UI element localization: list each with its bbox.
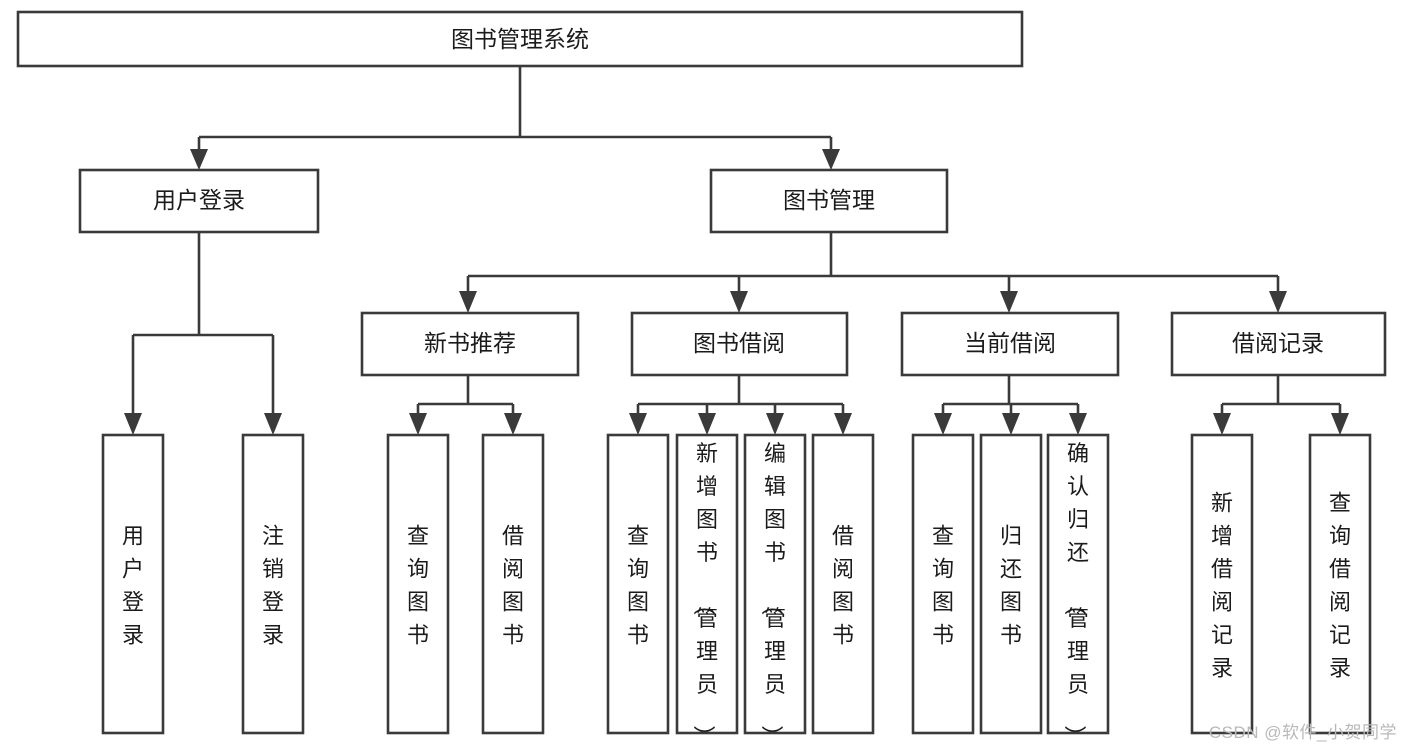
leaf-borrow-records-1[interactable]: 新增借阅记录 <box>1190 433 1254 735</box>
leaf-user-login-2-label: 注销登录 <box>262 524 284 648</box>
leaf-book-borrow-1-box[interactable] <box>606 433 670 735</box>
node-root-label: 图书管理系统 <box>451 26 589 52</box>
leaf-book-borrow-2-box[interactable] <box>675 433 739 735</box>
edge-layer <box>124 66 1349 435</box>
node-current-borrow-label: 当前借阅 <box>964 330 1056 356</box>
arrow-borrowrecords-leaf2 <box>1331 413 1349 435</box>
node-user-login-label: 用户登录 <box>153 187 245 213</box>
leaf-user-login-2-box[interactable] <box>241 433 305 735</box>
arrow-bookborrow-leaf3 <box>766 413 784 435</box>
arrow-userlogin-leaf2 <box>264 413 282 435</box>
leaf-borrow-records-2[interactable]: 查询借阅记录 <box>1308 433 1372 735</box>
leaf-book-borrow-4[interactable]: 借阅图书 <box>811 433 875 735</box>
leaf-user-login-2[interactable]: 注销登录 <box>241 433 305 735</box>
leaf-current-borrow-1-label: 查询图书 <box>932 524 954 648</box>
arrow-to-newbook <box>459 291 477 313</box>
arrow-to-borrowrecords <box>1269 291 1287 313</box>
leaf-new-book-2-label: 借阅图书 <box>502 524 524 648</box>
node-book-borrow-box[interactable] <box>630 311 849 377</box>
leaf-borrow-records-1-label: 新增借阅记录 <box>1211 491 1233 681</box>
leaf-book-borrow-3-label: 编辑图书（管理员） <box>759 441 786 747</box>
arrow-currentborrow-leaf3 <box>1069 413 1087 435</box>
leaf-new-book-2[interactable]: 借阅图书 <box>481 433 545 735</box>
leaf-user-login-1-label: 用户登录 <box>122 524 144 648</box>
arrow-bookborrow-leaf4 <box>834 413 852 435</box>
node-user-login[interactable]: 用户登录 <box>78 168 320 234</box>
leaf-current-borrow-3[interactable]: 确认归还（管理员） <box>1046 433 1110 747</box>
arrow-to-book-mgmt <box>822 149 840 170</box>
arrow-currentborrow-leaf1 <box>934 413 952 435</box>
node-borrow-records-label: 借阅记录 <box>1232 330 1324 356</box>
leaf-book-borrow-1[interactable]: 查询图书 <box>606 433 670 735</box>
leaf-book-borrow-3[interactable]: 编辑图书（管理员） <box>743 433 807 747</box>
leaf-book-borrow-2-label: 新增图书（管理员） <box>691 441 718 747</box>
leaf-current-borrow-2[interactable]: 归还图书 <box>979 433 1043 735</box>
node-current-borrow[interactable]: 当前借阅 <box>900 311 1120 377</box>
leaf-new-book-1-label: 查询图书 <box>407 524 429 648</box>
leaf-book-borrow-1-label: 查询图书 <box>627 524 649 648</box>
node-book-management[interactable]: 图书管理 <box>709 168 949 234</box>
node-new-book-recommend-label: 新书推荐 <box>424 330 516 356</box>
arrow-userlogin-leaf1 <box>124 413 142 435</box>
node-book-management-label: 图书管理 <box>783 187 875 213</box>
leaf-current-borrow-2-box[interactable] <box>979 433 1043 735</box>
leaf-user-login-1[interactable]: 用户登录 <box>101 433 165 735</box>
arrow-currentborrow-leaf2 <box>1002 413 1020 435</box>
arrow-borrowrecords-leaf1 <box>1213 413 1231 435</box>
leaf-current-borrow-1[interactable]: 查询图书 <box>911 433 975 735</box>
arrow-to-user-login <box>190 149 208 170</box>
node-new-book-recommend[interactable]: 新书推荐 <box>360 311 580 377</box>
arrow-bookborrow-leaf2 <box>698 413 716 435</box>
node-new-book-recommend-box[interactable] <box>360 311 580 377</box>
leaf-book-borrow-2[interactable]: 新增图书（管理员） <box>675 433 739 747</box>
arrow-newbook-leaf2 <box>504 413 522 435</box>
leaf-current-borrow-3-box[interactable] <box>1046 433 1110 735</box>
arrow-to-bookborrow <box>730 291 748 313</box>
arrow-newbook-leaf1 <box>409 413 427 435</box>
node-current-borrow-box[interactable] <box>900 311 1120 377</box>
leaf-borrow-records-2-box[interactable] <box>1308 433 1372 735</box>
arrow-to-currentborrow <box>1000 291 1018 313</box>
leaf-current-borrow-2-label: 归还图书 <box>1000 524 1022 648</box>
leaf-new-book-1-box[interactable] <box>386 433 450 735</box>
arrow-bookborrow-leaf1 <box>629 413 647 435</box>
node-borrow-records[interactable]: 借阅记录 <box>1170 311 1387 377</box>
leaf-borrow-records-2-label: 查询借阅记录 <box>1329 491 1351 681</box>
node-book-borrow[interactable]: 图书借阅 <box>630 311 849 377</box>
leaf-book-borrow-3-box[interactable] <box>743 433 807 735</box>
node-user-login-box[interactable] <box>78 168 320 234</box>
leaf-new-book-2-box[interactable] <box>481 433 545 735</box>
leaf-book-borrow-4-label: 借阅图书 <box>832 524 854 648</box>
leaf-new-book-1[interactable]: 查询图书 <box>386 433 450 735</box>
node-borrow-records-box[interactable] <box>1170 311 1387 377</box>
node-book-borrow-label: 图书借阅 <box>693 330 785 356</box>
leaf-user-login-1-box[interactable] <box>101 433 165 735</box>
leaf-book-borrow-4-box[interactable] <box>811 433 875 735</box>
node-book-management-box[interactable] <box>709 168 949 234</box>
node-root-box[interactable] <box>16 10 1024 68</box>
leaf-current-borrow-1-box[interactable] <box>911 433 975 735</box>
node-root[interactable]: 图书管理系统 <box>16 10 1024 68</box>
leaf-borrow-records-1-box[interactable] <box>1190 433 1254 735</box>
leaf-current-borrow-3-label: 确认归还（管理员） <box>1062 441 1089 747</box>
